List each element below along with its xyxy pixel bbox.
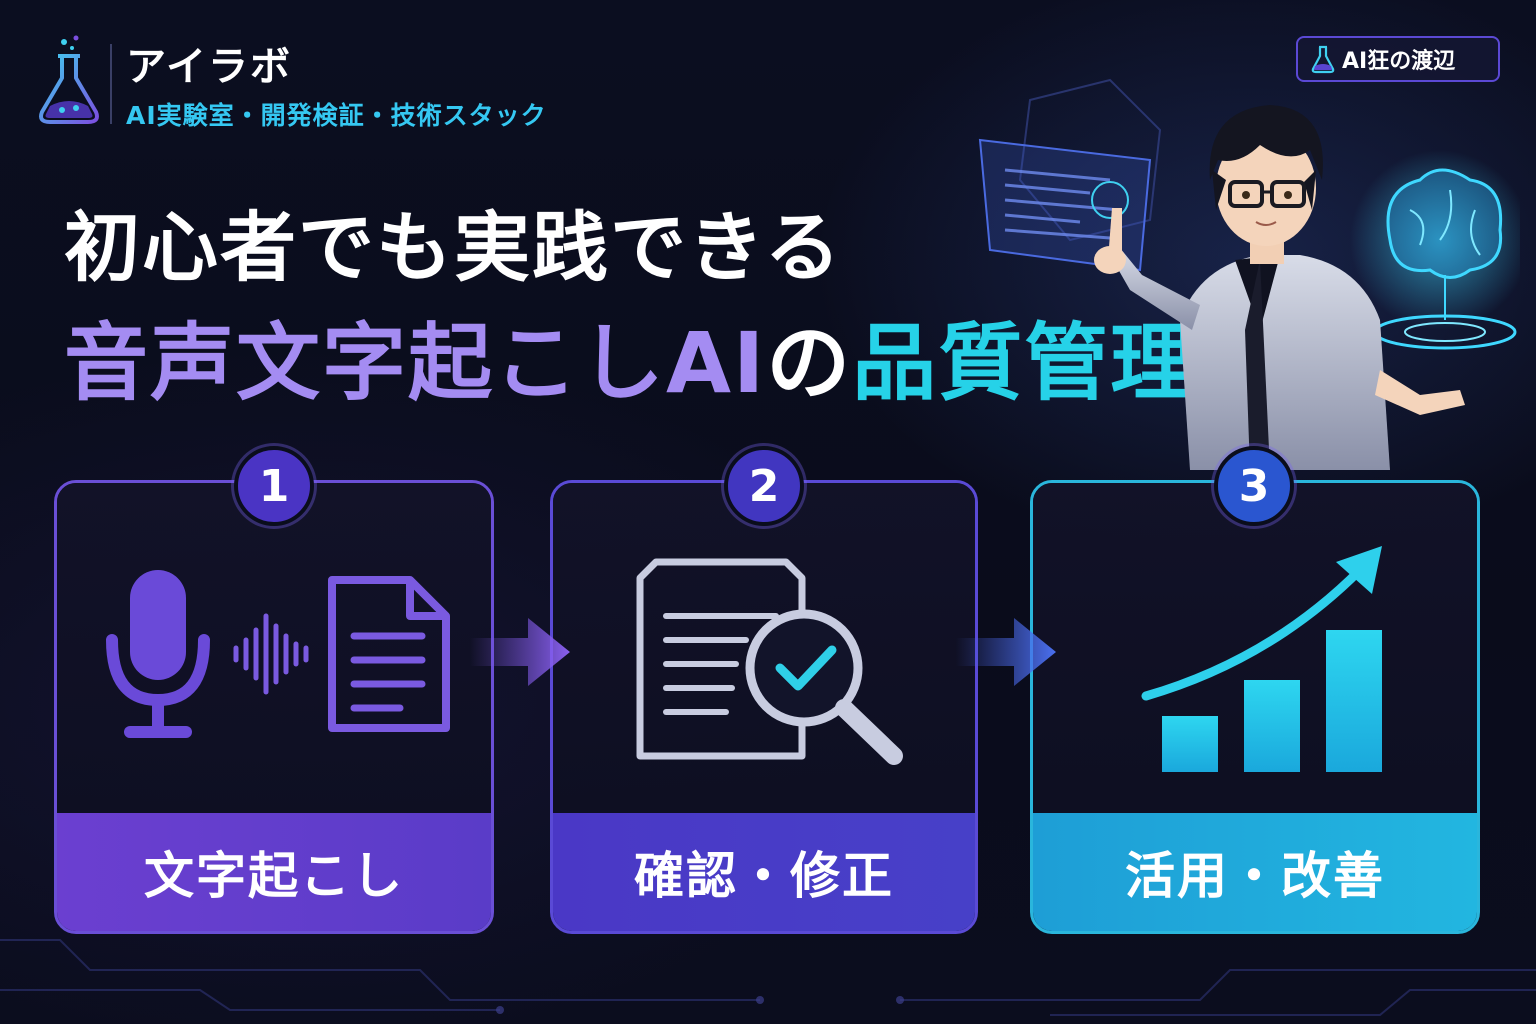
hologram-screen-icon <box>978 138 1152 272</box>
arrow-right-icon <box>956 618 1056 686</box>
step-label: 活用・改善 <box>1125 847 1385 905</box>
title-line-1: 初心者でも実践できる <box>64 203 843 292</box>
document-magnifier-check-icon <box>636 558 903 765</box>
arrow-right-icon <box>470 618 570 686</box>
brand-divider <box>110 44 112 124</box>
brain-hologram-icon <box>1350 150 1520 350</box>
growth-bar-chart-icon <box>1141 546 1382 772</box>
brand-name: アイラボ <box>126 44 292 90</box>
author-badge: AI狂の渡辺 <box>1296 36 1500 82</box>
step-label-bar: 確認・修正 <box>553 813 975 931</box>
title-part-quality-control: 品質管理 <box>852 314 1197 412</box>
step-label-bar: 活用・改善 <box>1033 813 1477 931</box>
title-part-transcription: 音声文字起こし <box>64 314 667 412</box>
flask-logo-icon <box>39 35 99 124</box>
title-part-no: の <box>766 314 853 412</box>
author-name: AI狂の渡辺 <box>1342 49 1456 74</box>
step-label-bar: 文字起こし <box>57 813 491 931</box>
title-part-ai: AI <box>666 314 767 412</box>
step-card-transcription: 文字起こし <box>54 480 494 934</box>
flask-icon <box>1311 45 1335 74</box>
step-label: 確認・修正 <box>634 847 894 905</box>
character-illustration <box>978 78 1520 470</box>
microphone-to-document-icon <box>106 570 450 738</box>
step-number-badge: 1 <box>234 446 314 526</box>
step-number-badge: 3 <box>1214 446 1294 526</box>
step-label: 文字起こし <box>144 847 404 905</box>
brand-tagline: AI実験室・開発検証・技術スタック <box>126 101 547 130</box>
step-number-badge: 2 <box>724 446 804 526</box>
title-line-2: 音声文字起こしAIの品質管理 <box>64 296 1196 417</box>
